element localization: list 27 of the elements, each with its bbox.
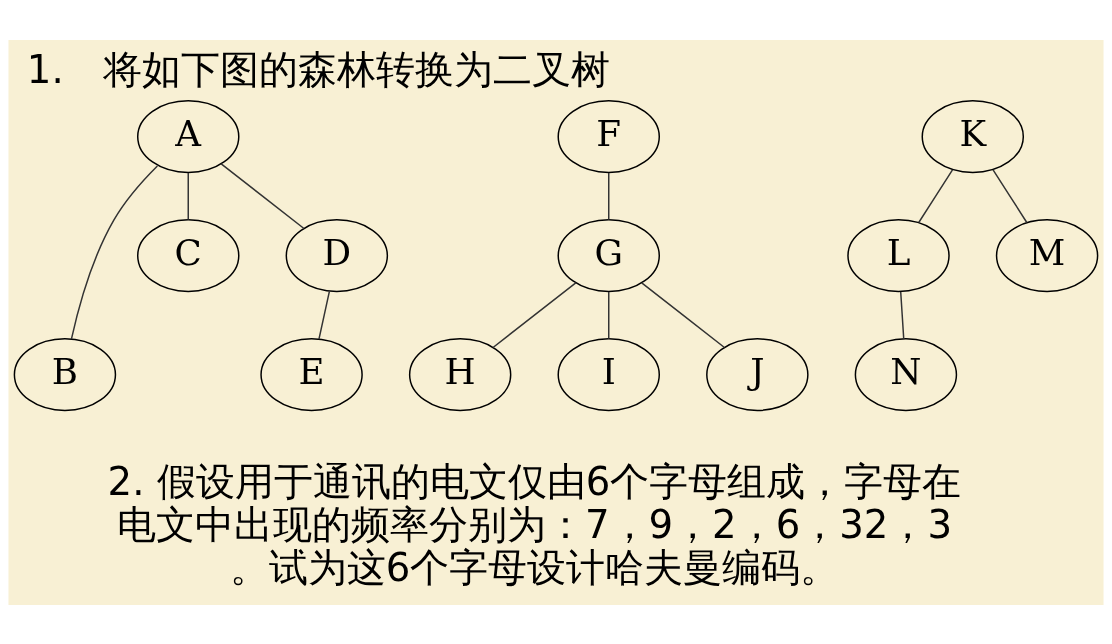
node-ellipse: L — [847, 218, 950, 292]
connector — [70, 164, 159, 340]
connector — [640, 281, 726, 348]
connector — [492, 281, 577, 348]
connector — [992, 168, 1028, 223]
connector — [220, 162, 305, 229]
connector — [187, 171, 189, 220]
node-ellipse: I — [557, 337, 660, 411]
node-ellipse: D — [285, 218, 389, 292]
connector — [918, 168, 954, 223]
node-ellipse: J — [706, 337, 809, 411]
node-ellipse: N — [854, 337, 958, 411]
node-ellipse: M — [995, 218, 1099, 292]
connector — [899, 290, 905, 339]
node-ellipse: A — [137, 99, 240, 173]
node-ellipse: C — [137, 218, 240, 292]
connector — [608, 171, 610, 220]
connector — [608, 290, 610, 339]
node-ellipse: E — [260, 337, 363, 411]
label: 2. 假设用于通讯的电文仅由6个字母组成，字母在电文中出现的频率分别为：7，9，2，6，32，3。试为这6个字母设计哈夫曼编码。 — [107, 458, 962, 590]
node-ellipse: B — [13, 337, 117, 411]
connector — [318, 290, 331, 340]
node-ellipse: H — [408, 337, 512, 411]
node-ellipse: G — [557, 218, 660, 292]
diagram-title: 1. 将如下图的森林转换为二叉树 — [26, 46, 610, 92]
node-ellipse: K — [921, 99, 1025, 173]
node-ellipse: F — [557, 99, 660, 173]
